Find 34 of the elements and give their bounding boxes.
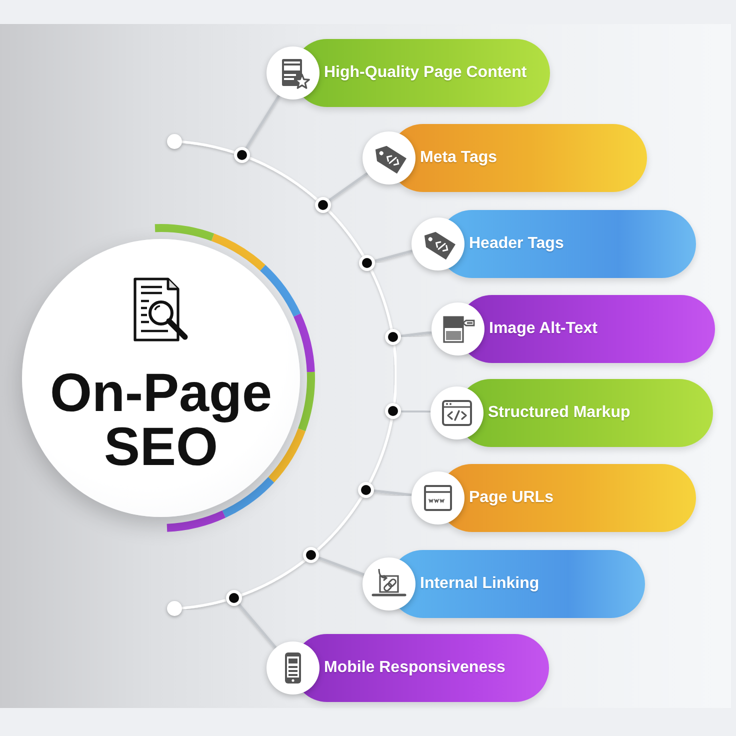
arc-line [182, 598, 226, 610]
topic-label: Internal Linking [420, 574, 540, 594]
connector-line [328, 172, 368, 202]
topic-pill [362, 550, 645, 618]
heading: On-Page SEO [48, 366, 274, 474]
connector-line [400, 331, 432, 338]
topic-pill [362, 124, 647, 192]
arc-line [370, 270, 393, 330]
topic-label: Structured Markup [488, 403, 630, 423]
connector-line [238, 603, 277, 649]
connector-line [318, 556, 365, 576]
arc-line [392, 344, 398, 404]
topic-pill [266, 634, 549, 702]
arc-line [368, 418, 394, 484]
connector-line [245, 94, 280, 149]
topic-pill [266, 39, 550, 107]
topic-pill [431, 295, 715, 363]
topic-pill [411, 210, 696, 278]
arc-line [328, 210, 365, 257]
topic-label: High-Quality Page Content [324, 63, 527, 83]
arc-line [240, 559, 306, 596]
topic-label: Image Alt-Text [489, 319, 598, 339]
arc-line [182, 140, 235, 154]
topic-label: Meta Tags [420, 148, 498, 168]
topic-label: Page URLs [469, 488, 554, 508]
connector-line [401, 410, 431, 414]
arc-line [249, 156, 318, 201]
topic-pill [430, 379, 713, 447]
connector-line [374, 250, 413, 262]
topic-label: Mobile Responsiveness [324, 658, 506, 678]
arc-line [316, 496, 363, 551]
connector-line [374, 489, 412, 496]
topic-pill [411, 464, 696, 532]
topic-label: Header Tags [469, 234, 564, 254]
